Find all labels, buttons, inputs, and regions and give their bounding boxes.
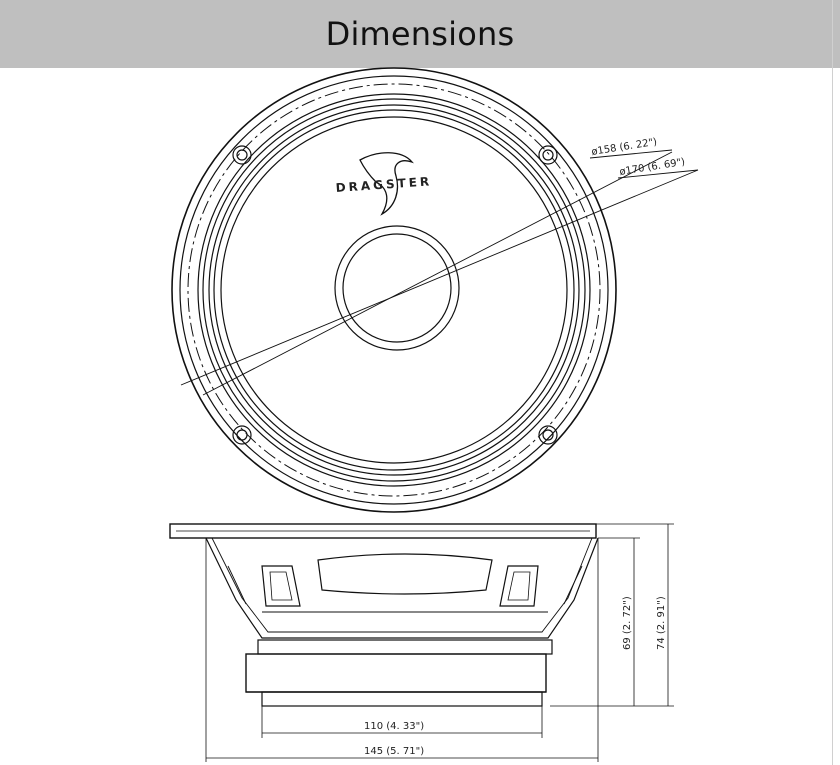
leader-line-outer xyxy=(180,169,699,386)
surround-3 xyxy=(208,104,580,476)
dim-line-depth-total xyxy=(596,523,674,707)
cone-edge xyxy=(220,116,568,464)
frame-border xyxy=(832,0,833,765)
side-view xyxy=(169,523,674,762)
brand-logo: DRAGSTER xyxy=(335,152,433,216)
dim-line-overall-width xyxy=(205,538,599,762)
basket-window-center xyxy=(317,553,493,595)
basket-window-left xyxy=(261,565,301,607)
magnet xyxy=(245,653,547,693)
leader-line-inner xyxy=(202,151,673,396)
mounting-hole-tl xyxy=(232,145,252,165)
basket-window-right xyxy=(499,565,539,607)
page-title: Dimensions xyxy=(325,15,515,53)
dim-overall-width: 145 (5. 71") xyxy=(364,746,424,757)
dim-depth-basket: 69 (2. 72") xyxy=(622,596,633,650)
mounting-hole-tr xyxy=(538,145,558,165)
surround-4 xyxy=(213,109,575,471)
dim-line-magnet-width xyxy=(261,706,543,738)
flange xyxy=(169,523,597,539)
outer-frame-ring xyxy=(171,67,617,513)
header-bar: Dimensions xyxy=(0,0,840,68)
frame-ring-2 xyxy=(179,75,609,505)
dim-magnet-width: 110 (4. 33") xyxy=(364,721,424,732)
mounting-hole-bl xyxy=(232,425,252,445)
basket-outline xyxy=(205,537,599,639)
dim-depth-total: 74 (2. 91") xyxy=(656,596,667,650)
mounting-dashed-ring xyxy=(187,83,601,497)
dust-cap-inner xyxy=(342,233,452,343)
top-plate xyxy=(257,639,553,655)
surround-2 xyxy=(202,98,586,482)
front-view xyxy=(171,67,699,513)
underline-inner xyxy=(589,149,673,159)
brand-logo-swoosh xyxy=(359,152,414,216)
surround-outer xyxy=(197,93,591,487)
mounting-hole-br xyxy=(538,425,558,445)
dim-line-depth-basket xyxy=(550,537,640,707)
back-plate xyxy=(261,691,543,707)
brand-logo-text: DRAGSTER xyxy=(335,174,432,195)
dust-cap-outer xyxy=(334,225,460,351)
underline-outer xyxy=(617,169,699,179)
